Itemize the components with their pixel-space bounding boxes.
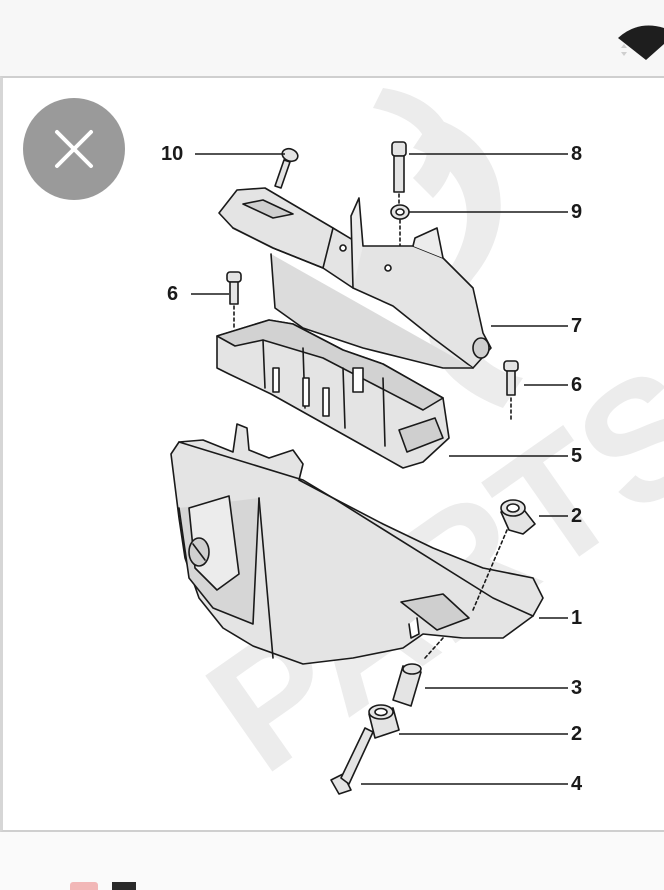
callout-6-left: 6: [167, 283, 179, 305]
callout-4: 4: [571, 773, 583, 795]
callout-9: 9: [571, 201, 583, 223]
leader-lines: [191, 153, 568, 785]
part-3-sleeve: [392, 637, 444, 707]
part-6-screw-left: [226, 271, 242, 329]
part-2-bushing-lower: [368, 704, 400, 739]
callout-10: 10: [161, 143, 184, 165]
dropdown-wedge-icon[interactable]: [612, 14, 664, 62]
exploded-parts-diagram: PARTS: [170, 88, 664, 808]
part-7-upper-bracket: [218, 187, 492, 369]
part-5-relay-box: [216, 319, 450, 469]
bottom-icon-fragment: [70, 882, 98, 890]
callout-3: 3: [571, 677, 583, 699]
callout-7: 7: [571, 315, 583, 337]
part-8-bolt: [391, 141, 407, 205]
part-4-bolt: [330, 727, 374, 795]
part-2-bushing-upper: [472, 499, 536, 611]
callout-6-right: 6: [571, 374, 583, 396]
callout-5: 5: [571, 445, 583, 467]
callout-8: 8: [571, 143, 583, 165]
close-icon: [55, 130, 93, 168]
callout-1: 1: [571, 607, 583, 629]
bottom-text-fragment: [112, 882, 136, 890]
diagram-viewer: PARTS: [0, 76, 664, 832]
top-bar: [0, 0, 664, 76]
bottom-bar: [0, 832, 664, 890]
part-1-lower-housing: [170, 423, 544, 665]
sort-arrows-icon[interactable]: [619, 42, 629, 58]
close-button[interactable]: [23, 98, 125, 200]
callout-2-lower: 2: [571, 723, 583, 745]
part-6-screw-right: [503, 360, 519, 423]
callout-2-upper: 2: [571, 505, 583, 527]
